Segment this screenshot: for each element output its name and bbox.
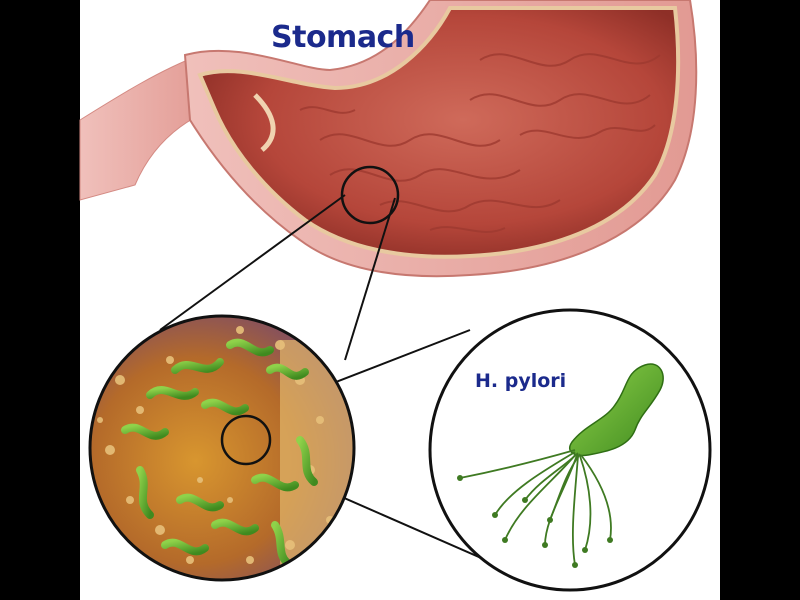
- helicobacter-bacterium-icon: [457, 363, 664, 568]
- bacterium-detail-panel: [428, 308, 712, 592]
- left-bar: [0, 0, 80, 600]
- stomach-label: Stomach: [271, 20, 415, 55]
- cardiac-fold: [253, 93, 276, 152]
- rugae-folds: [299, 53, 661, 233]
- right-bar: [720, 0, 800, 600]
- stomach-lining: [197, 6, 681, 259]
- zoom-circle-icon: [340, 165, 400, 225]
- hpylori-label: H. pylori: [475, 370, 567, 392]
- inner-zoom-circle: [220, 414, 272, 466]
